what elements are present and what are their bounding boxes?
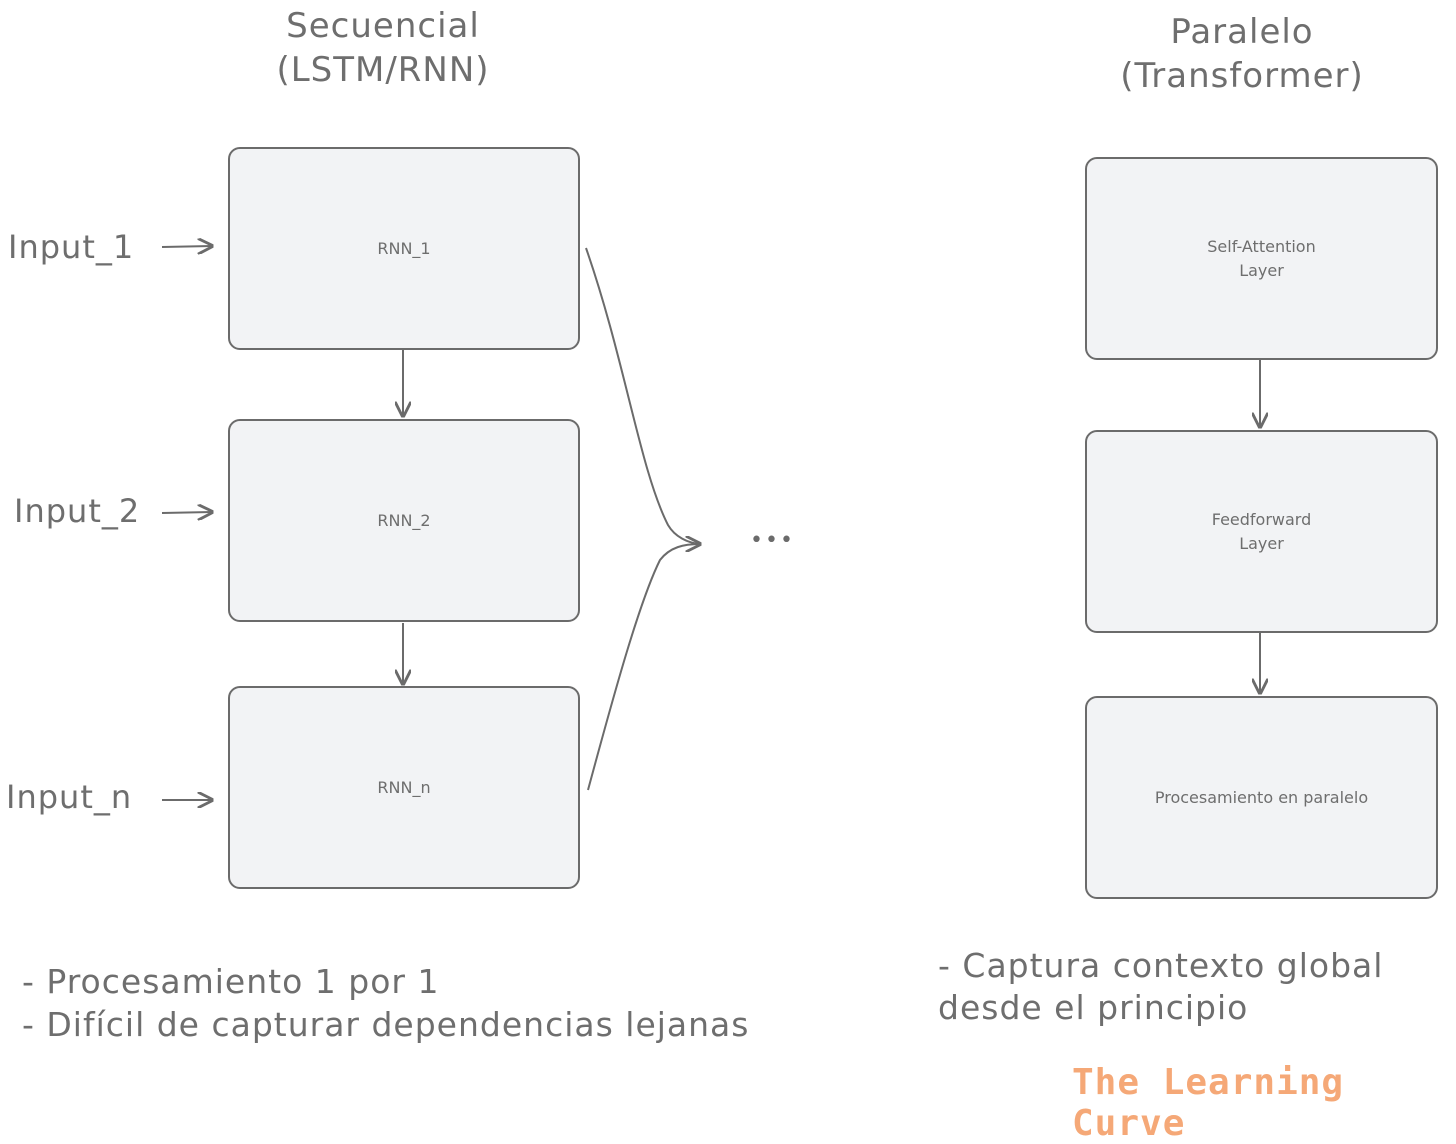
- merge-curve-top: [585, 247, 701, 545]
- input-1-arrow: [161, 246, 212, 247]
- sequential-note-1: - Procesamiento 1 por 1: [22, 962, 440, 1001]
- parallel-note-1: - Captura contexto global: [938, 946, 1384, 985]
- ellipsis: •••: [750, 528, 795, 553]
- parallel-title: Paralelo (Transformer): [1120, 12, 1364, 96]
- input-2-label: Input_2: [14, 492, 141, 530]
- parallel-processing-box: Procesamiento en paralelo: [1085, 696, 1438, 899]
- connectors: [161, 0, 1456, 1111]
- input-2-arrow: [161, 512, 212, 513]
- sequential-note-2: - Difícil de capturar dependencias lejan…: [22, 1005, 750, 1044]
- feedforward-box: Feedforward Layer: [1085, 430, 1438, 633]
- input-1-label: Input_1: [8, 228, 135, 266]
- rnn-n-box: RNN_n: [228, 686, 580, 889]
- self-attention-box: Self-Attention Layer: [1085, 157, 1438, 360]
- rnn-2-box: RNN_2: [228, 419, 580, 622]
- sequential-title: Secuencial (LSTM/RNN): [276, 6, 490, 90]
- input-n-label: Input_n: [6, 778, 133, 816]
- brand-logo-text: The Learning Curve: [1072, 1062, 1345, 1144]
- merge-curve-bottom: [587, 544, 700, 791]
- parallel-note-2: desde el principio: [938, 988, 1249, 1027]
- rnn-1-box: RNN_1: [228, 147, 580, 350]
